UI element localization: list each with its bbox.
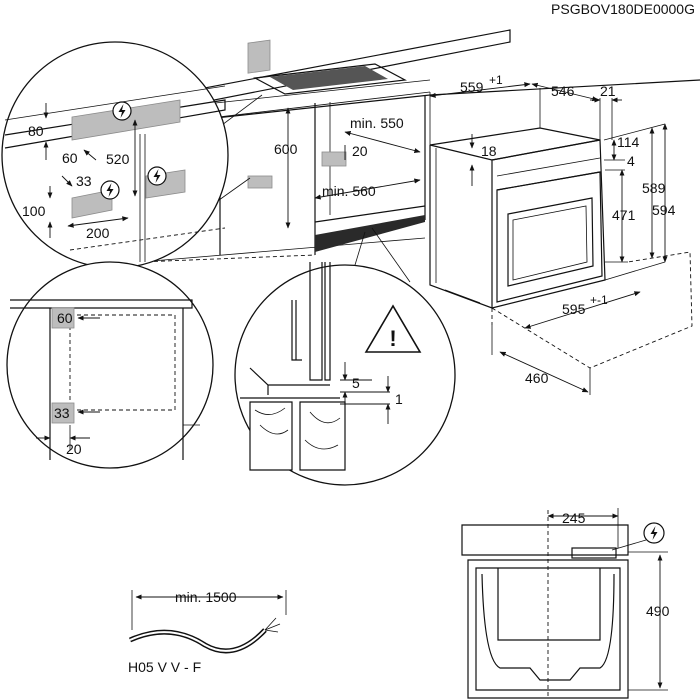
dim-min-560: min. 560	[322, 183, 376, 199]
cabinet-perspective: 600 min. 550 20 min. 560	[9, 29, 700, 263]
detail-socket-circle: 80 60 520 33 100 200	[1, 41, 263, 269]
dim-114: 114	[617, 134, 640, 150]
dim-471: 471	[612, 207, 636, 223]
dim-546: 546	[551, 83, 575, 99]
dim-595: 595	[562, 301, 586, 317]
dim-60-panel: 60	[57, 310, 73, 326]
dim-4: 4	[627, 153, 635, 169]
rear-view: 245 490	[461, 508, 670, 699]
dim-460: 460	[525, 370, 549, 386]
dim-min-1500: min. 1500	[175, 589, 237, 605]
dim-490: 490	[646, 603, 670, 619]
detail-panel-circle: 60 33 20	[6, 261, 214, 469]
dim-33-panel: 33	[54, 405, 70, 421]
dim-589: 589	[642, 180, 666, 196]
dim-595-tolerance: +-1	[590, 293, 608, 307]
dim-520: 520	[106, 151, 130, 167]
cable-detail: min. 1500 H05 V V - F	[128, 589, 287, 675]
document-code: PSGBOV180DE0000G	[551, 1, 695, 17]
oven-perspective: 559 +1 546 21 18 114 4 471 589 594 595 +…	[429, 73, 693, 395]
dim-1: 1	[395, 391, 403, 407]
dim-559-tolerance: +1	[489, 73, 503, 87]
dim-33-socket: 33	[76, 173, 92, 189]
dim-min-550: min. 550	[350, 115, 404, 131]
dim-80: 80	[28, 123, 44, 139]
dim-245: 245	[562, 510, 586, 526]
dim-559: 559	[460, 79, 484, 95]
dim-20-panel: 20	[66, 441, 82, 457]
dim-100: 100	[22, 203, 46, 219]
dim-594: 594	[652, 202, 676, 218]
warning-mark: !	[389, 326, 396, 351]
dim-5: 5	[352, 375, 360, 391]
dim-18: 18	[481, 143, 497, 159]
detail-gap-circle: 5 1 !	[234, 227, 456, 486]
cable-type: H05 V V - F	[128, 659, 201, 675]
dim-21: 21	[600, 83, 616, 99]
dim-20-cabinet: 20	[352, 143, 368, 159]
dim-200: 200	[86, 225, 110, 241]
dim-600: 600	[274, 141, 298, 157]
dim-60-socket: 60	[62, 150, 78, 166]
warning-icon	[364, 304, 422, 353]
